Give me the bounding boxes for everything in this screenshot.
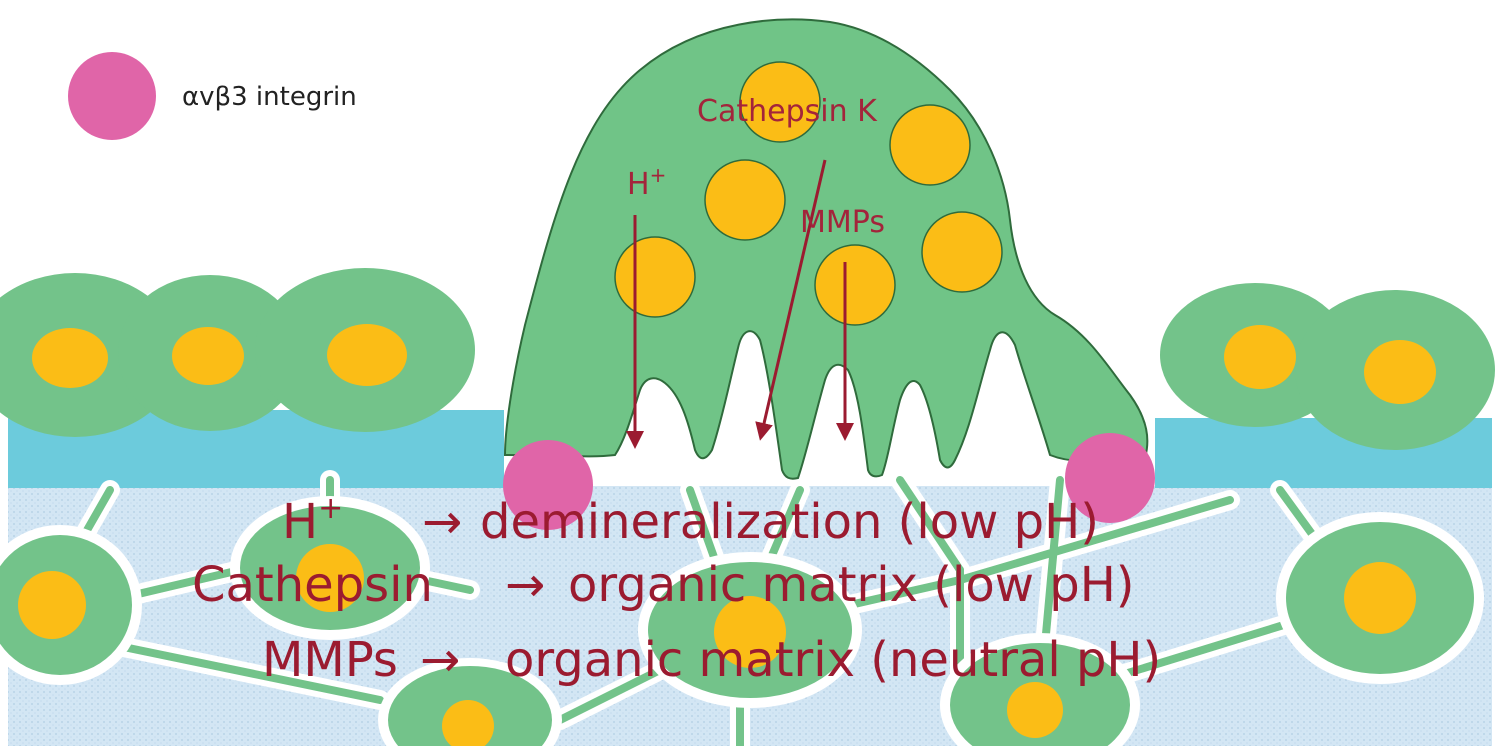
hplus-label: H+ <box>627 163 666 202</box>
osteocyte <box>378 658 562 746</box>
osteocyte <box>638 552 862 708</box>
equation-cathepsin-arrow: → <box>505 557 545 613</box>
equation-hplus-sup: + <box>318 491 343 526</box>
equation-mmps-arrow: → <box>420 632 460 688</box>
lining-cells-right <box>1160 283 1495 450</box>
integrin-right <box>1065 433 1155 523</box>
lining-cells-left <box>0 268 475 437</box>
equation-mmps: MMPs → organic matrix (neutral pH) <box>262 632 1161 688</box>
equation-hplus-arrow: → <box>422 494 462 550</box>
equation-mmps-effect: organic matrix (neutral pH) <box>505 632 1161 688</box>
cathepsin-arrow <box>755 159 827 441</box>
equation-hplus: H+ → demineralization (low pH) <box>282 491 1099 550</box>
equations: H+ → demineralization (low pH) Cathepsin → o… <box>192 491 1161 688</box>
osteocyte <box>940 633 1140 746</box>
osteoclast-body <box>503 18 1149 480</box>
osteocytes <box>0 496 1484 746</box>
osteocyte <box>1276 512 1484 684</box>
equation-mmps-subject: MMPs <box>262 632 398 688</box>
hplus-label-sup: + <box>650 163 667 187</box>
osteocyte <box>230 496 430 640</box>
equation-cathepsin-effect: organic matrix (low pH) <box>568 557 1135 613</box>
equation-cathepsin: Cathepsin → organic matrix (low pH) <box>192 557 1135 613</box>
legend: αvβ3 integrin <box>68 52 357 140</box>
cathepsin-k-label: Cathepsin K <box>697 94 878 129</box>
equation-hplus-subject: H <box>282 494 318 550</box>
osteocyte <box>0 525 142 685</box>
integrin-left <box>503 440 593 530</box>
mmps-label: MMPs <box>800 205 885 240</box>
secretion-arrows <box>626 159 854 449</box>
legend-integrin-label: αvβ3 integrin <box>182 82 357 112</box>
equation-cathepsin-subject: Cathepsin <box>192 557 433 613</box>
equation-hplus-effect: demineralization (low pH) <box>480 494 1099 550</box>
hplus-label-base: H <box>627 167 650 202</box>
legend-integrin-swatch <box>68 52 156 140</box>
